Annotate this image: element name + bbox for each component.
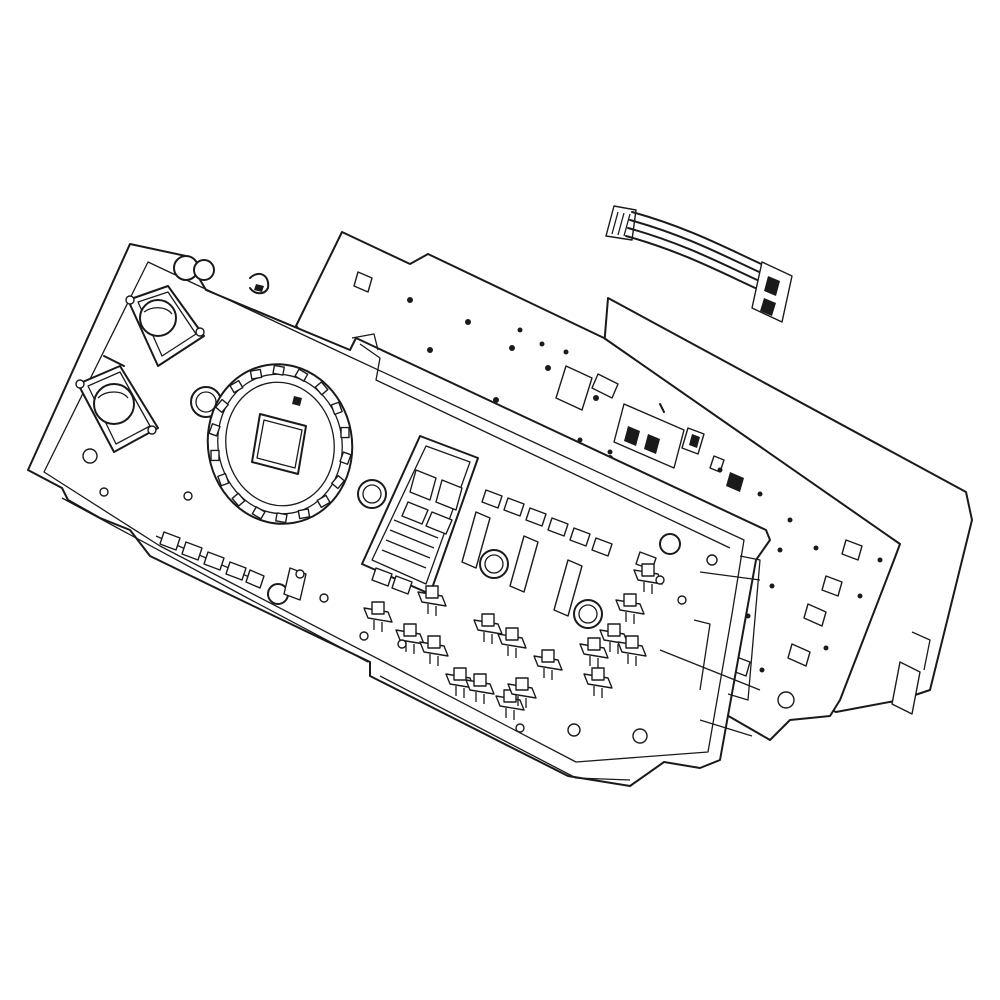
ring-segment xyxy=(330,401,343,416)
tact-switch xyxy=(419,635,449,666)
tact-switch xyxy=(465,673,495,704)
ring-segment xyxy=(214,398,229,414)
key-row-left xyxy=(155,531,307,605)
ring-segment xyxy=(314,381,329,396)
ring-segment xyxy=(249,368,263,380)
ring-segment xyxy=(229,379,244,394)
tact-switch xyxy=(579,637,609,668)
display-ring xyxy=(206,363,354,525)
ring-segment xyxy=(339,451,352,465)
tact-switch xyxy=(363,601,393,632)
side-connector xyxy=(891,661,921,715)
tact-switch xyxy=(633,563,663,594)
tact-switch xyxy=(495,689,525,720)
tact-switch xyxy=(533,649,563,680)
rotary-switch-upper xyxy=(125,285,205,367)
tact-switch xyxy=(507,677,537,708)
led-light-pipe-right xyxy=(479,549,603,629)
wire-harness xyxy=(605,205,793,323)
ring-segment xyxy=(272,364,285,376)
tact-switch xyxy=(583,667,613,698)
ring-segment xyxy=(208,423,221,437)
ring-segment xyxy=(294,368,309,382)
tact-switch xyxy=(445,667,475,698)
ring-segment xyxy=(297,508,311,520)
led-light-pipe-center xyxy=(357,479,387,509)
tact-switch xyxy=(497,627,527,658)
rotary-switch-lower xyxy=(75,355,159,464)
panel-boss-top xyxy=(173,255,270,295)
ring-segment xyxy=(316,494,331,509)
ring-segment xyxy=(275,512,288,524)
tact-switch xyxy=(615,593,645,624)
board-connector xyxy=(555,365,593,411)
ring-segment xyxy=(251,506,266,520)
ring-segment xyxy=(231,492,246,507)
key-row-right xyxy=(481,489,681,571)
display-window xyxy=(251,413,307,475)
tact-switch-array xyxy=(363,563,663,720)
ring-segment xyxy=(331,474,346,490)
tact-switch xyxy=(599,623,629,654)
mounting-holes xyxy=(99,487,718,744)
tact-switch xyxy=(617,635,647,666)
ring-segment xyxy=(217,472,230,487)
ring-segment xyxy=(340,426,350,439)
switch-columns xyxy=(461,511,583,617)
panel-side-bracket xyxy=(693,555,761,701)
ring-segment xyxy=(210,449,220,462)
tact-switch xyxy=(417,585,447,616)
